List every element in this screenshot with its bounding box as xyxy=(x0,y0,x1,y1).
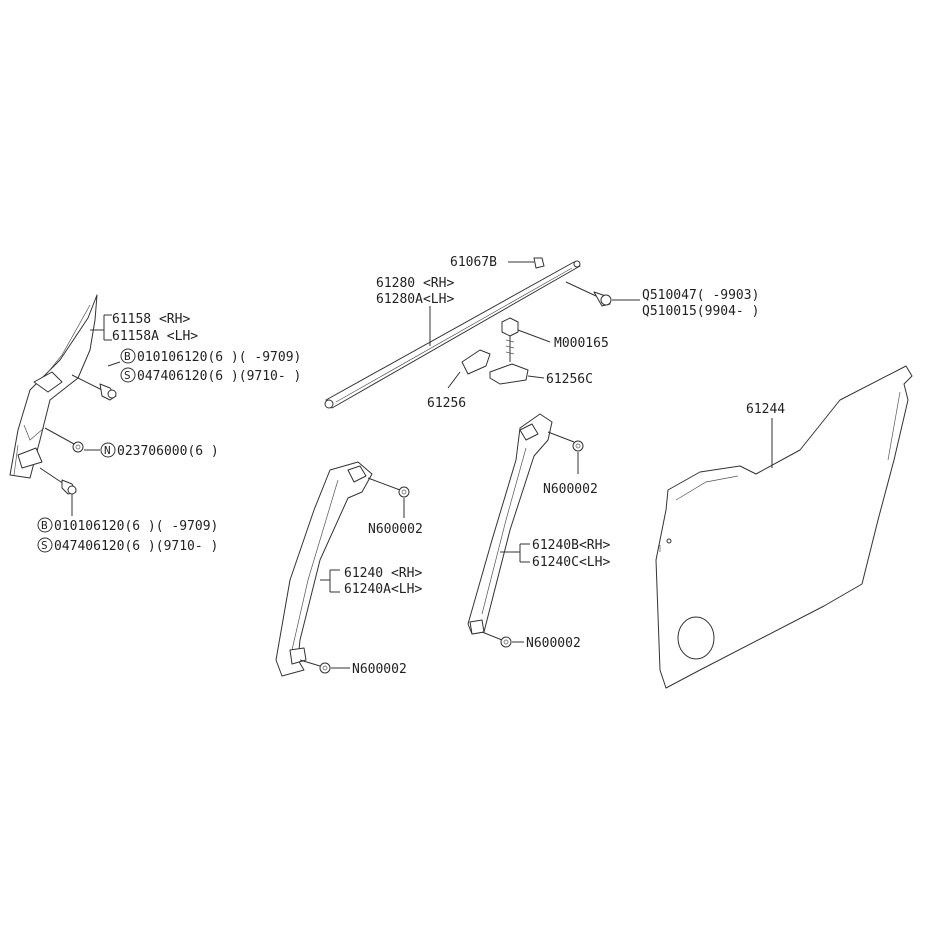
label-61256: 61256 xyxy=(427,396,466,411)
n-circle xyxy=(100,442,116,458)
label-s-top-code: 047406120(6 )(9710- ) xyxy=(137,369,301,384)
label-61240c: 61240C<LH> xyxy=(532,555,610,570)
label-q510015: Q510015(9904- ) xyxy=(642,304,759,319)
channel-61240b xyxy=(467,413,553,635)
label-b-top-code: 010106120(6 )( -9709) xyxy=(137,350,301,365)
label-b-bottom-code: 010106120(6 )( -9709) xyxy=(54,519,218,534)
channel-61240 xyxy=(275,461,373,677)
label-61240: 61240 <RH> xyxy=(344,566,422,581)
label-q510047: Q510047( -9903) xyxy=(642,288,759,303)
quarter-bolt-top xyxy=(71,374,117,401)
label-61158a: 61158A <LH> xyxy=(112,329,198,344)
quarter-sash-61158 xyxy=(9,294,98,479)
label-61244: 61244 xyxy=(746,402,785,417)
b-circle-top xyxy=(120,348,136,364)
label-61240a: 61240A<LH> xyxy=(344,582,422,597)
label-m000165: M000165 xyxy=(554,336,609,351)
label-61240b: 61240B<RH> xyxy=(532,538,610,553)
label-61280a: 61280A<LH> xyxy=(376,292,454,307)
label-s-bottom-code: 047406120(6 )(9710- ) xyxy=(54,539,218,554)
nut-n600002-a xyxy=(367,477,410,518)
nut-n600002-c xyxy=(547,431,584,474)
label-n600002-c: N600002 xyxy=(543,482,598,497)
weatherstrip-61280 xyxy=(324,260,581,409)
clip-61256 xyxy=(447,349,491,389)
b-circle-bottom xyxy=(37,517,53,533)
label-n-code: 023706000(6 ) xyxy=(117,444,219,459)
clip-61067b xyxy=(508,257,545,269)
label-n600002-a: N600002 xyxy=(368,522,423,537)
label-61158: 61158 <RH> xyxy=(112,312,190,327)
quarter-nut-mid xyxy=(44,427,84,453)
label-61280: 61280 <RH> xyxy=(376,276,454,291)
door-glass-61244 xyxy=(655,365,913,689)
b-letter-top: B xyxy=(124,350,131,363)
label-n600002-d: N600002 xyxy=(526,636,581,651)
screw-q510047 xyxy=(565,281,640,307)
n-letter: N xyxy=(104,444,111,457)
s-circle-top xyxy=(120,367,136,383)
bolt-m000165 xyxy=(501,317,551,362)
nut-n600002-d xyxy=(481,631,524,648)
s-circle-bottom xyxy=(37,537,53,553)
label-n600002-b: N600002 xyxy=(352,662,407,677)
quarter-bolt-bottom xyxy=(39,467,77,495)
label-61256c: 61256C xyxy=(546,372,593,387)
stabilizer-61256c xyxy=(489,363,545,385)
b-letter-bottom: B xyxy=(41,519,48,532)
label-61067b: 61067B xyxy=(450,255,497,270)
nut-n600002-b xyxy=(299,659,350,674)
s-letter-bottom: S xyxy=(41,539,48,552)
s-letter-top: S xyxy=(124,369,131,382)
